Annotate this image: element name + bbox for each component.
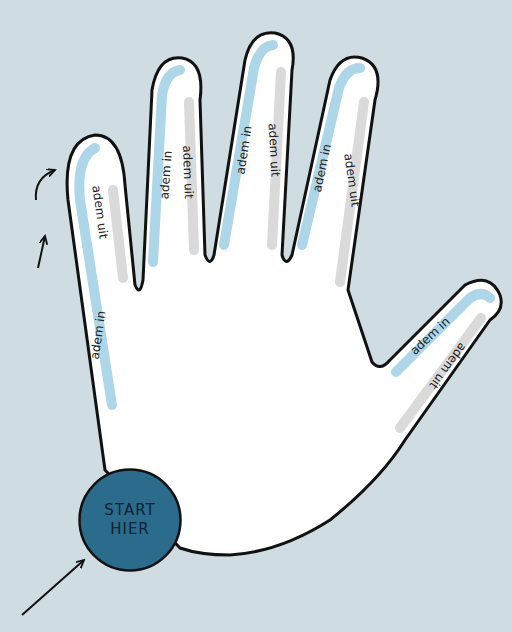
start-label: START HIER [95,501,165,539]
breath-label: adem uit [180,145,196,199]
direction-arrow [36,170,55,200]
inhale-strip [224,45,273,245]
exhale-strip [340,102,364,282]
start-circle-shape [80,470,181,571]
start-arrow [22,560,84,615]
direction-arrow [38,236,45,268]
exhale-strip [113,190,123,278]
inhale-strip [79,148,112,405]
breath-label: adem uit [266,123,283,177]
inhale-strip [153,70,180,262]
start-circle: START HIER [78,468,182,572]
